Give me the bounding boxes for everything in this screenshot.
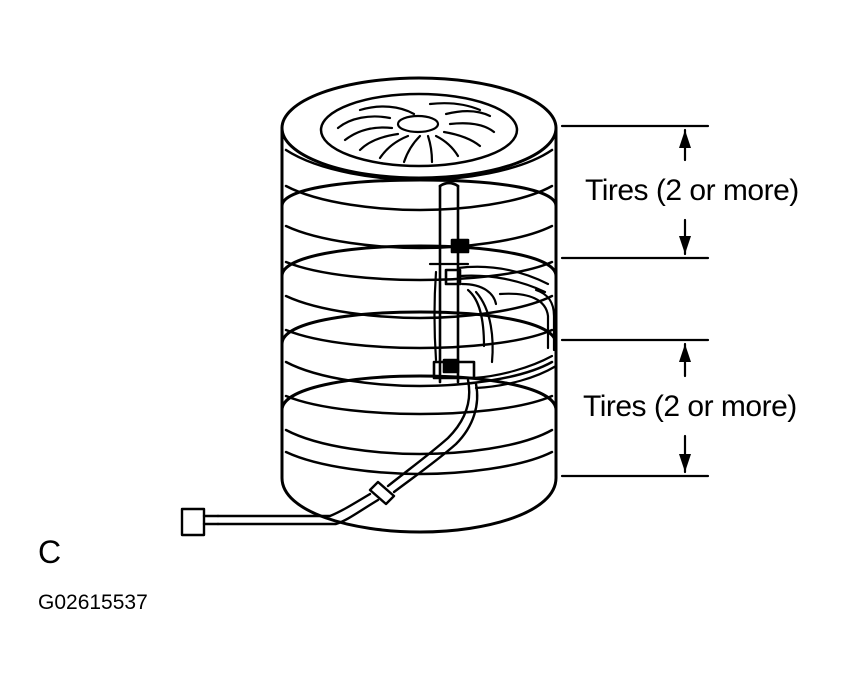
arrow-down-lower [679,454,691,472]
arrow-down-upper [679,236,691,254]
figure-code: G02615537 [38,591,148,614]
harness-cables [428,262,558,390]
upper-tires-label: Tires (2 or more) [585,174,799,207]
tire-1 [280,76,558,212]
lead-wire [180,378,479,537]
vertical-strap [432,181,476,384]
tire-4 [280,310,558,416]
tire-stack [280,76,558,534]
wheel-hub [336,102,496,164]
lower-tires-label: Tires (2 or more) [583,390,797,423]
view-letter: C [38,534,62,570]
arrow-up-upper [679,130,691,148]
tire-2 [280,178,558,282]
tire-5 [280,374,558,476]
arrow-up-lower [679,344,691,362]
tire-3 [280,244,558,350]
